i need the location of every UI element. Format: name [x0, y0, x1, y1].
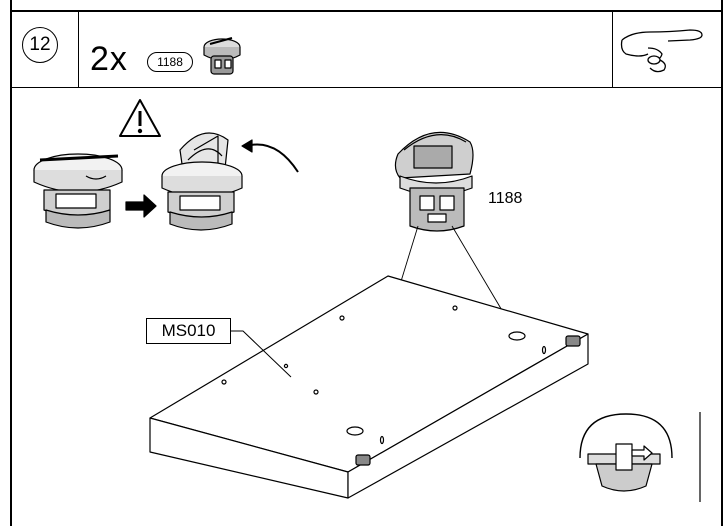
part-1188-illustration — [394, 131, 474, 232]
warning-icon — [119, 99, 161, 137]
step-number: 12 — [22, 27, 58, 63]
hand-icon — [620, 29, 703, 73]
part-quantity: 2x — [90, 40, 128, 78]
step-header — [10, 10, 722, 88]
part-label-1188: 1188 — [488, 190, 523, 207]
connector-closed — [33, 153, 123, 229]
header-divider-2 — [612, 10, 613, 88]
detail-view-icon — [579, 412, 701, 502]
right-border — [721, 0, 723, 526]
ms010-leader — [231, 330, 292, 378]
arrow-right-icon — [125, 194, 157, 218]
part-code-badge: 1188 — [147, 52, 193, 72]
connector-open — [161, 132, 243, 231]
header-part-icon — [203, 37, 241, 75]
header-divider-1 — [78, 10, 79, 88]
panel-label-ms010: MS010 — [146, 318, 231, 344]
left-border — [10, 0, 12, 526]
panel-ms010 — [149, 275, 589, 499]
rotate-arrow-icon — [241, 139, 299, 173]
